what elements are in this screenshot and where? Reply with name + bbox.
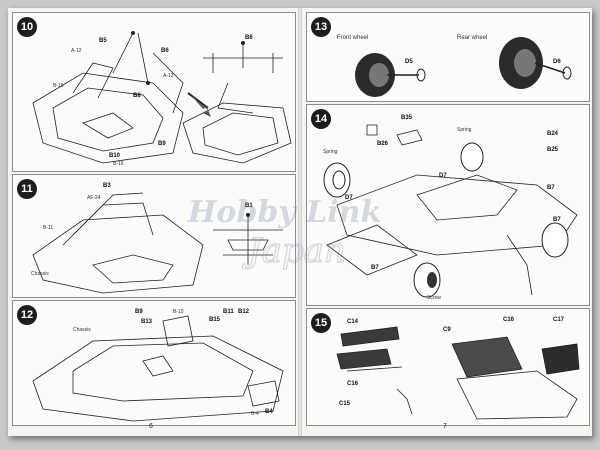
part-label: C16 <box>503 317 515 323</box>
part-label: B5 <box>99 38 107 44</box>
part-label: B24 <box>547 131 559 137</box>
step-11-drawing <box>32 192 283 294</box>
callout: Spring <box>457 127 472 133</box>
step-12-drawing <box>32 315 284 422</box>
part-label: D6 <box>553 59 561 65</box>
part-label: C16 <box>347 381 359 387</box>
part-label: B15 <box>209 317 221 323</box>
watermark-line-1: Hobby Link <box>187 195 381 230</box>
part-label: B3 <box>103 183 111 189</box>
part-label: B7 <box>553 217 561 223</box>
callout: B-4 <box>251 411 259 417</box>
step-15-drawing <box>336 326 580 420</box>
left-page: 10 B5 B6 B6 <box>8 8 298 436</box>
part-label: B1 <box>245 203 253 209</box>
step-13-panel: 13 Front wheel Rear wheel D5 D6 <box>306 12 590 102</box>
part-label: B6 <box>161 48 169 54</box>
step-13-drawing <box>355 37 572 97</box>
step-14-drawing <box>323 124 578 298</box>
step-14-panel: 14 B35 <box>306 104 590 306</box>
step-10-drawing <box>32 31 292 164</box>
instruction-spread: 10 B5 B6 B6 <box>8 8 592 436</box>
step-10-panel: 10 B5 B6 B6 <box>12 12 296 172</box>
part-label: B6 <box>245 35 253 41</box>
part-label: B35 <box>401 115 413 121</box>
part-label: D7 <box>439 173 447 179</box>
part-label: B11 <box>223 309 234 315</box>
part-label: B9 <box>135 309 143 315</box>
callout: B-16 <box>113 161 124 167</box>
callout: B-15 <box>53 83 64 89</box>
part-label: B26 <box>377 141 389 147</box>
part-label: B4 <box>265 409 273 415</box>
callout: B-15 <box>173 309 184 315</box>
part-label: D7 <box>345 195 353 201</box>
callout: Chassis <box>73 327 91 333</box>
part-label: B7 <box>371 265 379 271</box>
callout: Chassis <box>31 271 49 277</box>
front-wheel-heading: Front wheel <box>337 35 369 41</box>
callout: A-12 <box>71 48 82 54</box>
part-label: B9 <box>158 141 166 147</box>
step-number: 14 <box>311 109 331 129</box>
callout: B-11 <box>43 225 54 231</box>
part-label: D5 <box>405 59 413 65</box>
callout: A-13 <box>163 73 174 79</box>
callout: Screw <box>427 295 441 301</box>
part-label: C9 <box>443 327 451 333</box>
part-label: C14 <box>347 319 359 325</box>
rear-wheel-heading: Rear wheel <box>457 35 488 41</box>
step-number: 12 <box>17 305 37 325</box>
part-label: C17 <box>553 317 565 323</box>
part-label: B7 <box>547 185 555 191</box>
part-label: B10 <box>109 153 121 159</box>
step-number: 11 <box>17 179 37 199</box>
right-page: 13 Front wheel Rear wheel D5 D6 14 <box>302 8 592 436</box>
step-12-panel: 12 B9 B13 B11 B12 B15 B4 Chassis B-15 B-… <box>12 300 296 426</box>
step-15-panel: 15 C14 C16 C15 C9 C16 C17 <box>306 308 590 426</box>
page-number: 7 <box>443 423 447 430</box>
callout: AF-24 <box>87 195 101 201</box>
watermark-line-2: Japan <box>242 231 346 271</box>
step-11-panel: 11 B3 B1 AF-24 Chassis B-11 <box>12 174 296 298</box>
step-number: 10 <box>17 17 37 37</box>
part-label: B12 <box>238 309 250 315</box>
page-gutter <box>298 8 302 436</box>
part-label: B25 <box>547 147 559 153</box>
part-label: B8 <box>133 93 141 99</box>
part-label: C15 <box>339 401 351 407</box>
page-number: 6 <box>149 423 153 430</box>
part-label: B13 <box>141 319 153 325</box>
step-number: 13 <box>311 17 331 37</box>
step-number: 15 <box>311 313 331 333</box>
hobby-link-japan-watermark: Hobby Link Japan <box>187 195 381 272</box>
callout: Spring <box>323 149 338 155</box>
